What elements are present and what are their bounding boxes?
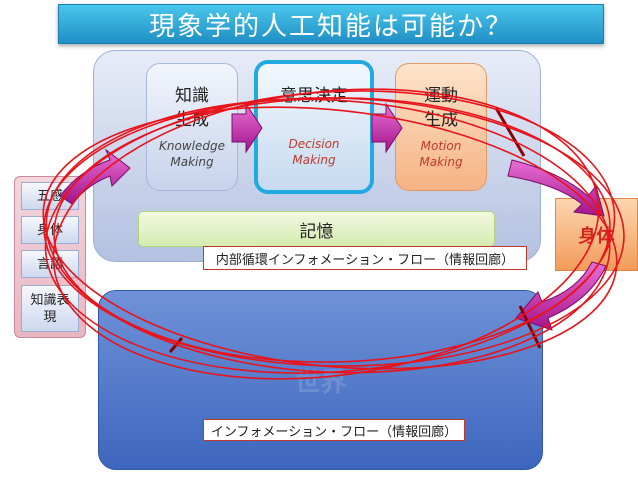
knowledge-rep-line2: 現 <box>43 309 57 325</box>
arrow-left-upper-curve <box>59 148 131 205</box>
knowledge-jp-line1: 知識 <box>175 86 209 106</box>
dark-stroke-right-bottom <box>518 305 542 349</box>
motion-jp-line1: 運動 <box>424 86 458 106</box>
left-item-knowledge-representation: 知識表 現 <box>21 285 79 332</box>
flow-ellipse-1 <box>44 90 616 374</box>
knowledge-making-box: 知識 生成 Knowledge Making <box>146 63 238 191</box>
motion-en-label: Motion Making <box>419 138 462 170</box>
page-title: 現象学的人工知能は可能か？ <box>58 4 604 44</box>
arrow-right-upper-curve <box>507 159 605 217</box>
outer-flow-label: インフォメーション・フロー（情報回廊） <box>203 419 465 441</box>
flow-ellipse-6 <box>43 97 625 367</box>
knowledge-en-line1: Knowledge <box>159 139 225 153</box>
knowledge-en-label: Knowledge Making <box>159 138 225 170</box>
arrow-knowledge-to-decision <box>231 102 263 154</box>
info-flow-ellipses <box>42 88 625 380</box>
flow-ellipse-5 <box>52 88 600 380</box>
arrow-right-lower-curve <box>515 261 607 331</box>
motion-jp-line2: 生成 <box>424 110 458 130</box>
decision-en-label: Decision Making <box>288 136 339 168</box>
knowledge-rep-line1: 知識表 <box>30 292 70 308</box>
flow-ellipse-4 <box>42 106 618 370</box>
decision-en-line2: Making <box>292 153 336 167</box>
motion-en-line1: Motion <box>420 139 462 153</box>
motion-en-line2: Making <box>419 155 463 169</box>
motion-making-box: 運動 生成 Motion Making <box>395 63 487 191</box>
arrow-decision-to-motion <box>371 102 403 154</box>
dark-stroke-right-top <box>494 107 526 157</box>
flow-ellipse-2 <box>45 98 611 374</box>
inner-flow-label: 内部循環インフォメーション・フロー（情報回廊） <box>203 246 527 270</box>
decision-en-line1: Decision <box>288 137 340 151</box>
knowledge-en-line2: Making <box>170 155 214 169</box>
